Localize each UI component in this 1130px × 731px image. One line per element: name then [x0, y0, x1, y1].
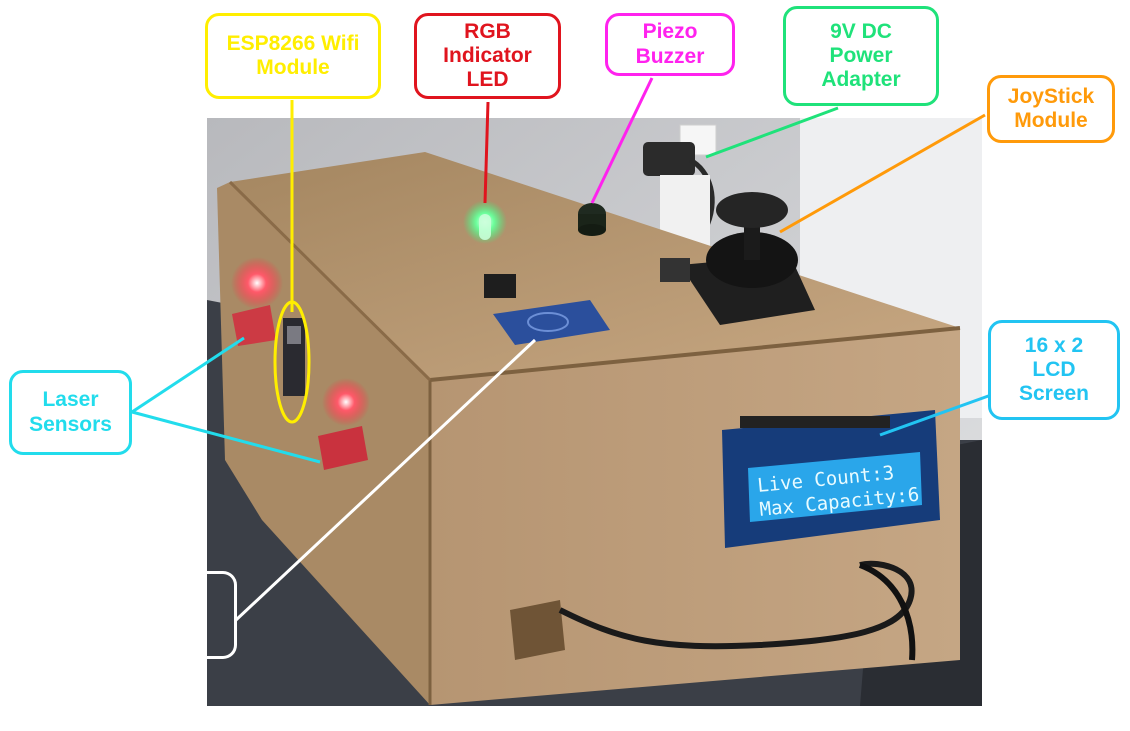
label-rfid-partial [195, 571, 237, 659]
label-joystick: JoyStick Module [987, 75, 1115, 143]
laser-sensor-glow [322, 378, 370, 426]
label-laser-sensors: Laser Sensors [9, 370, 132, 455]
piezo-callout-line [590, 77, 654, 204]
label-esp8266: ESP8266 Wifi Module [205, 13, 381, 99]
laser-callout-line-2 [131, 410, 321, 464]
esp-callout-ring [273, 300, 311, 424]
joystick-callout-line [779, 113, 986, 234]
laser-callout-line-1 [131, 336, 245, 414]
laser-sensor-lower [318, 426, 368, 470]
power-adapter [643, 142, 695, 176]
label-rgb-led: RGB Indicator LED [414, 13, 561, 99]
laser-sensor-glow [231, 257, 283, 309]
joystick-cap [716, 192, 788, 228]
rfid-callout-line [234, 338, 537, 622]
lcd-callout-line [879, 388, 1006, 437]
laser-sensor-upper [232, 305, 276, 346]
usb-cable [558, 560, 915, 650]
lcd-screen [748, 452, 922, 522]
rgb-callout-line [483, 101, 490, 204]
label-piezo-buzzer: Piezo Buzzer [605, 13, 735, 76]
rgb-led [479, 214, 491, 240]
box-top [230, 152, 960, 380]
box-cutout [510, 600, 565, 660]
rfid-module [493, 300, 610, 345]
label-power-adapter: 9V DC Power Adapter [783, 6, 939, 106]
power-callout-line [705, 106, 839, 159]
label-lcd-screen: 16 x 2 LCD Screen [988, 320, 1120, 420]
